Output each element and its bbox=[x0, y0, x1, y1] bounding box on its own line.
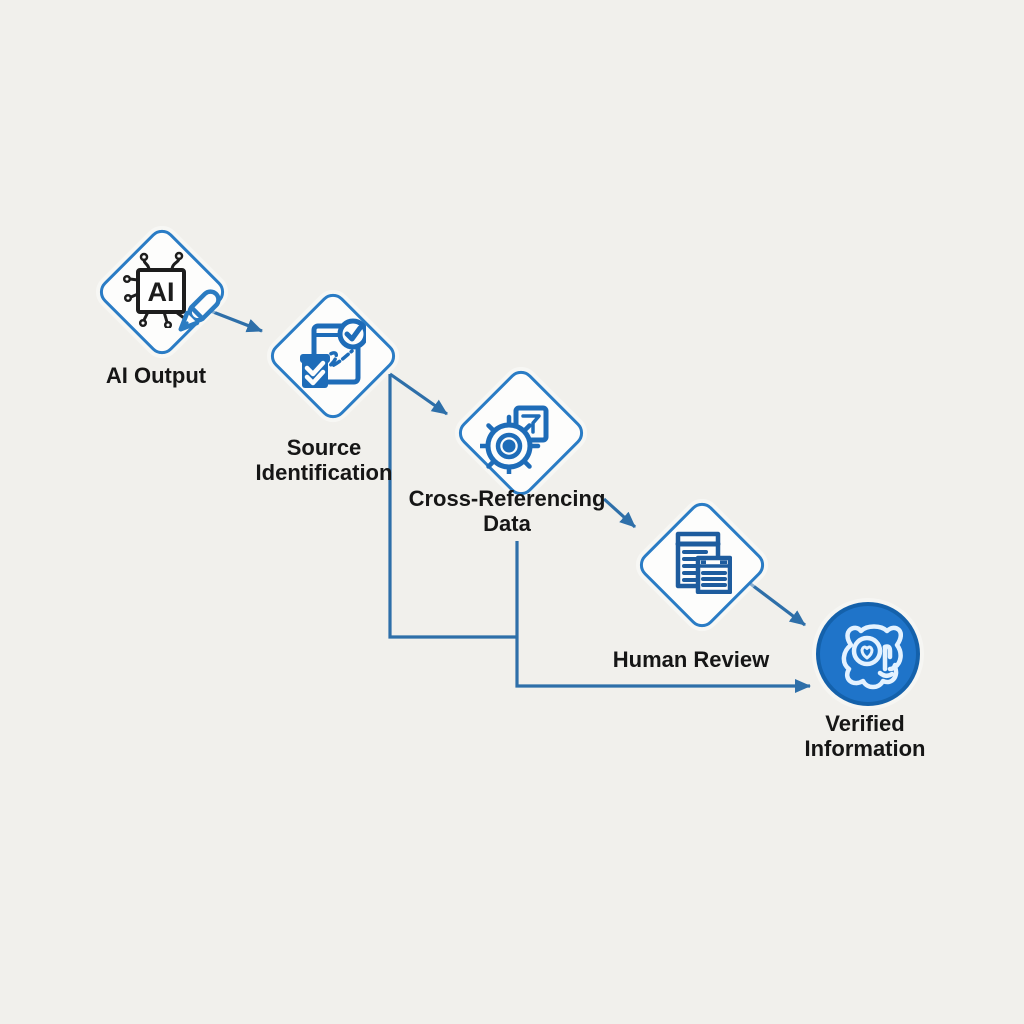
label-source-identification: Source Identification bbox=[255, 435, 393, 485]
svg-text:AI: AI bbox=[148, 277, 175, 307]
edge-ai-to-source bbox=[207, 308, 263, 333]
verified-person-icon bbox=[841, 624, 903, 690]
stacked-documents-icon bbox=[675, 531, 732, 594]
pen-icon bbox=[178, 289, 221, 332]
label-cross-referencing-data: Cross-Referencing Data bbox=[408, 486, 606, 536]
edge-source-to-crossref bbox=[389, 372, 448, 416]
label-verified-information: Verified Information bbox=[804, 711, 926, 761]
edge-source-elbow-connector bbox=[388, 374, 516, 639]
label-human-review: Human Review bbox=[612, 647, 770, 672]
label-ai-output: AI Output bbox=[105, 363, 207, 388]
edge-human-to-verified bbox=[747, 580, 806, 627]
ai-chip-icon: AI bbox=[122, 251, 192, 328]
document-verify-icon bbox=[300, 318, 366, 388]
edge-crossref-to-human bbox=[602, 497, 637, 529]
gear-document-icon bbox=[480, 405, 549, 474]
edge-crossref-to-verified bbox=[515, 541, 811, 693]
